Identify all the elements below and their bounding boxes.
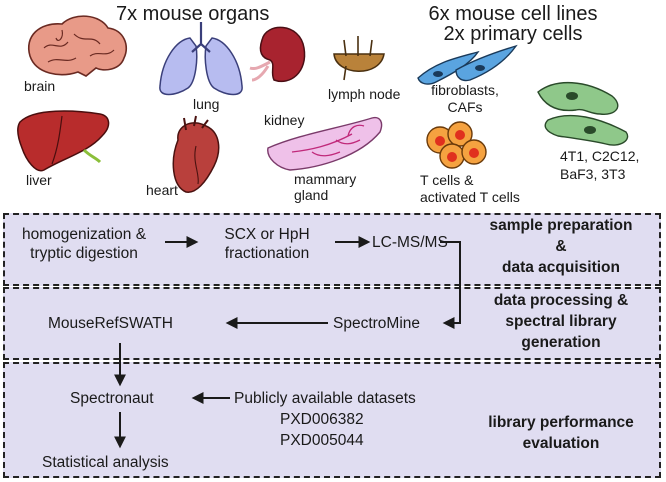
data-processing-label-line2: spectral library xyxy=(505,313,617,330)
library-evaluation-label-line1: library performance xyxy=(488,414,634,431)
library-evaluation-label-line2: evaluation xyxy=(522,435,600,452)
mammary-label-line2: gland xyxy=(294,187,329,203)
fibroblast-label-line2: CAFs xyxy=(447,99,483,115)
spectronaut-node: Spectronaut xyxy=(70,390,154,407)
lung-icon xyxy=(159,22,243,96)
t-cells-label-line2: activated T cells xyxy=(420,189,520,205)
pxd005044-node: PXD005044 xyxy=(280,432,364,449)
panel-library-evaluation xyxy=(3,362,661,478)
panel-sample-preparation xyxy=(3,213,661,286)
sample-preparation-label-line3: data acquisition xyxy=(502,259,620,276)
lung-label: lung xyxy=(193,96,220,112)
cell-lines-label-line2: BaF3, 3T3 xyxy=(560,166,626,182)
cell-line-icon xyxy=(537,82,629,146)
sample-preparation-label-line1: sample preparation xyxy=(489,217,633,234)
homogenization-step-line2: tryptic digestion xyxy=(30,245,138,262)
t-cell-icon xyxy=(426,121,487,169)
kidney-icon xyxy=(249,26,306,83)
kidney-label: kidney xyxy=(264,112,305,128)
panel-data-processing xyxy=(3,287,661,360)
sample-preparation-label-line2: & xyxy=(555,238,567,255)
fibroblast-label-line1: fibroblasts, xyxy=(431,82,499,98)
heart-label: heart xyxy=(146,182,178,198)
spectromine-node: SpectroMine xyxy=(333,315,421,332)
mammary-gland-icon xyxy=(267,116,383,171)
lcms-step: LC-MS/MS xyxy=(372,234,448,251)
cell-lines-label-line1: 4T1, C2C12, xyxy=(560,148,640,164)
heart-icon xyxy=(172,115,220,193)
lymph-node-label: lymph node xyxy=(328,86,401,102)
cells-title-line1: 6x mouse cell lines xyxy=(428,3,598,25)
liver-label: liver xyxy=(26,172,52,188)
mouserefswath-node: MouseRefSWATH xyxy=(48,315,173,332)
cells-title-line2: 2x primary cells xyxy=(443,23,583,45)
lymph-node-icon xyxy=(333,36,385,81)
data-processing-label-line3: generation xyxy=(521,334,601,351)
brain-label: brain xyxy=(24,78,56,94)
organs-title: 7x mouse organs xyxy=(116,3,270,25)
brain-icon xyxy=(27,15,128,77)
fractionation-step-line2: fractionation xyxy=(224,245,310,262)
liver-icon xyxy=(17,110,110,172)
statistical-analysis-node: Statistical analysis xyxy=(42,454,169,471)
fractionation-step-line1: SCX or HpH xyxy=(224,226,310,243)
fibroblast-icon xyxy=(417,44,518,85)
mammary-label-line1: mammary xyxy=(294,171,357,187)
public-datasets-node: Publicly available datasets xyxy=(234,390,416,407)
t-cells-label-line1: T cells & xyxy=(420,172,474,188)
homogenization-step-line1: homogenization & xyxy=(21,226,147,243)
data-processing-label-line1: data processing & xyxy=(493,292,629,309)
pxd006382-node: PXD006382 xyxy=(280,411,364,428)
arrow-lcms-to-spectromine xyxy=(440,241,461,329)
